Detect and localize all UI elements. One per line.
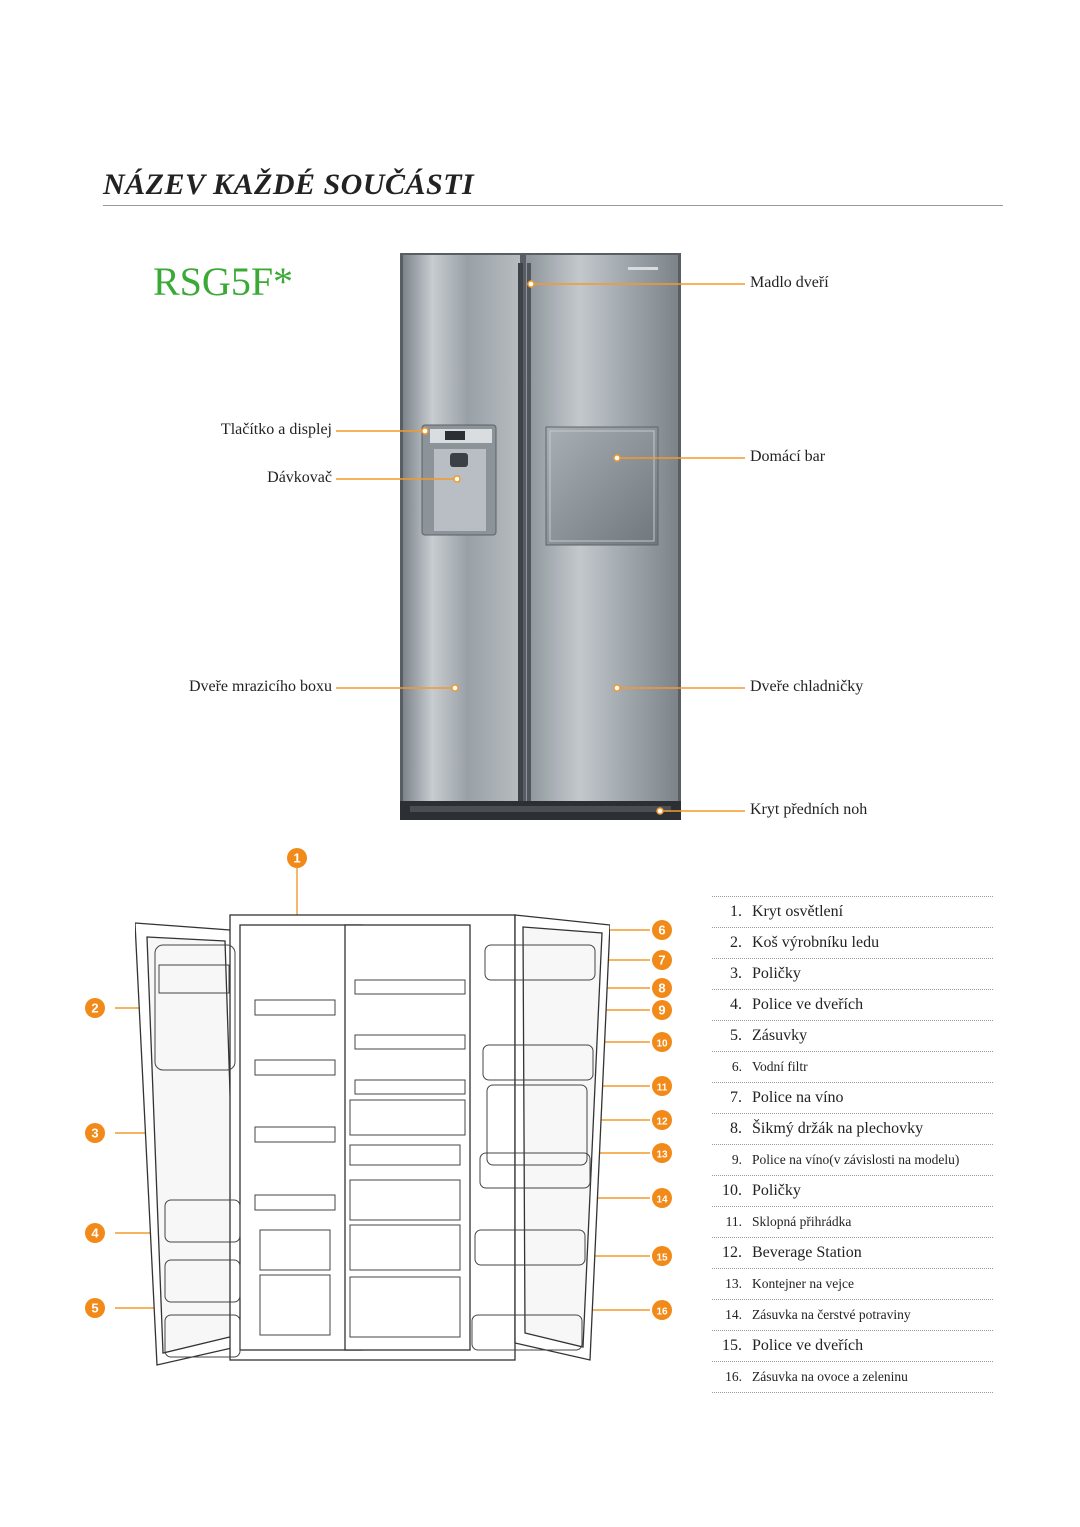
legend-item-label: Zásuvka na čerstvé potraviny xyxy=(752,1307,911,1322)
number-badge-15: 15 xyxy=(652,1246,672,1266)
legend-item-number: 15. xyxy=(722,1337,742,1354)
legend-item: 5. Zásuvky xyxy=(712,1020,993,1051)
legend-item-label: Kryt osvětlení xyxy=(752,903,844,920)
legend-item: 6. Vodní filtr xyxy=(712,1051,993,1082)
number-badge-text: 11 xyxy=(657,1083,668,1094)
legend-item-label: Šikmý držák na plechovky xyxy=(752,1120,924,1137)
legend-item-label: Police na víno xyxy=(752,1089,844,1106)
legend-item: 11. Sklopná přihrádka xyxy=(712,1206,993,1237)
number-badge-text: 16 xyxy=(656,1307,668,1318)
number-badge-7: 7 xyxy=(652,950,672,970)
callout-front-leg-cover: Kryt předních noh xyxy=(750,801,868,818)
legend-item-label: Poličky xyxy=(752,965,801,982)
model-name: RSG5F* xyxy=(153,259,294,304)
legend-item: 12. Beverage Station xyxy=(712,1237,993,1268)
legend-item: 8. Šikmý držák na plechovky xyxy=(712,1113,993,1144)
fridge-exterior-image xyxy=(400,253,681,820)
callout-freezer-door: Dveře mrazicího boxu xyxy=(188,678,332,695)
legend-item: 7. Police na víno xyxy=(712,1082,993,1113)
legend-item-label: Kontejner na vejce xyxy=(752,1276,854,1291)
number-badge-text: 6 xyxy=(658,923,665,938)
number-badge-text: 12 xyxy=(656,1117,668,1128)
legend-item-label: Police na víno(v závislosti na modelu) xyxy=(752,1152,960,1167)
legend-item-number: 1. xyxy=(730,903,742,920)
number-badge-14: 14 xyxy=(652,1188,672,1208)
legend-item-number: 10. xyxy=(722,1182,742,1199)
number-badge-text: 14 xyxy=(656,1195,668,1206)
callout-button-display: Tlačítko a displej xyxy=(220,421,332,438)
legend-item-label: Zásuvka na ovoce a zeleninu xyxy=(752,1369,908,1384)
callout-door-handle: Madlo dveří xyxy=(750,274,829,291)
legend-item-number: 8. xyxy=(730,1120,742,1137)
number-badge-2: 2 xyxy=(85,998,105,1018)
callout-home-bar: Domácí bar xyxy=(750,448,826,465)
number-badge-text: 4 xyxy=(91,1226,99,1241)
legend-item: 2. Koš výrobníku ledu xyxy=(712,927,993,958)
legend-item-number: 9. xyxy=(731,1152,742,1167)
legend-item-number: 2. xyxy=(730,934,742,951)
number-badge-text: 8 xyxy=(658,981,665,996)
legend-item: 15. Police ve dveřích xyxy=(712,1330,993,1361)
number-badge-text: 7 xyxy=(658,953,665,968)
legend-item-number: 5. xyxy=(730,1027,742,1044)
legend-item: 14. Zásuvka na čerstvé potraviny xyxy=(712,1299,993,1330)
number-badge-1: 1 xyxy=(287,848,307,868)
legend-item-number: 13. xyxy=(725,1276,742,1291)
number-badge-5: 5 xyxy=(85,1298,105,1318)
legend-item-number: 11. xyxy=(725,1214,742,1229)
legend-item-label: Beverage Station xyxy=(752,1244,862,1261)
number-badge-text: 3 xyxy=(91,1126,98,1141)
title-divider xyxy=(103,205,1003,206)
legend-item: 16. Zásuvka na ovoce a zeleninu xyxy=(712,1361,993,1393)
number-badge-11: 11 xyxy=(652,1076,672,1096)
legend-item: 1. Kryt osvětlení xyxy=(712,896,993,927)
legend-item-number: 3. xyxy=(730,965,742,982)
number-badge-text: 5 xyxy=(91,1301,98,1316)
legend-item: 13. Kontejner na vejce xyxy=(712,1268,993,1299)
legend-item: 3. Poličky xyxy=(712,958,993,989)
legend-item-number: 6. xyxy=(731,1059,742,1074)
legend-item: 4. Police ve dveřích xyxy=(712,989,993,1020)
number-badge-text: 10 xyxy=(656,1039,668,1050)
number-badge-text: 1 xyxy=(293,851,300,866)
number-badge-text: 13 xyxy=(656,1150,668,1161)
number-badge-3: 3 xyxy=(85,1123,105,1143)
callout-dispenser: Dávkovač xyxy=(267,469,332,486)
legend-item-number: 16. xyxy=(725,1369,742,1384)
number-badge-9: 9 xyxy=(652,1000,672,1020)
legend-item-label: Sklopná přihrádka xyxy=(752,1214,852,1229)
callout-fridge-door: Dveře chladničky xyxy=(750,678,864,695)
legend-item: 10. Poličky xyxy=(712,1175,993,1206)
fridge-interior-diagram xyxy=(135,914,610,1366)
number-badge-6: 6 xyxy=(652,920,672,940)
number-badge-text: 9 xyxy=(658,1003,665,1018)
number-badge-4: 4 xyxy=(85,1223,105,1243)
legend-item-number: 7. xyxy=(730,1089,742,1106)
legend-item-label: Police ve dveřích xyxy=(752,996,864,1013)
number-badge-text: 2 xyxy=(91,1001,98,1016)
legend-item-number: 4. xyxy=(730,996,742,1013)
number-badge-10: 10 xyxy=(652,1032,672,1052)
legend-item-number: 12. xyxy=(722,1244,742,1261)
number-badge-12: 12 xyxy=(652,1110,672,1130)
legend-item-number: 14. xyxy=(725,1307,742,1322)
parts-legend: 1. Kryt osvětlení 2. Koš výrobníku ledu 3. Po… xyxy=(712,896,993,1393)
legend-item-label: Poličky xyxy=(752,1182,801,1199)
legend-item: 9. Police na víno(v závislosti na modelu) xyxy=(712,1144,993,1175)
number-badge-16: 16 xyxy=(652,1300,672,1320)
legend-item-label: Koš výrobníku ledu xyxy=(752,934,880,951)
number-badge-8: 8 xyxy=(652,978,672,998)
number-badge-13: 13 xyxy=(652,1143,672,1163)
page-title: NÁZEV KAŽDÉ SOUČÁSTI xyxy=(103,168,475,201)
legend-item-label: Zásuvky xyxy=(752,1027,808,1044)
legend-item-label: Vodní filtr xyxy=(752,1059,808,1074)
legend-item-label: Police ve dveřích xyxy=(752,1337,864,1354)
number-badge-text: 15 xyxy=(656,1253,668,1264)
